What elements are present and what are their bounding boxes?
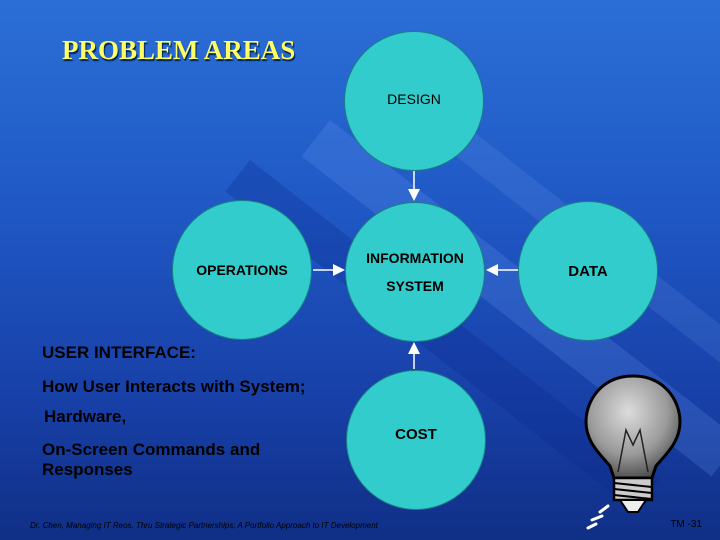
ui-heading: USER INTERFACE:	[42, 343, 196, 362]
node-information-label: INFORMATION	[366, 250, 464, 266]
node-design: DESIGN	[344, 31, 484, 171]
node-information-system: INFORMATION SYSTEM	[345, 202, 485, 342]
ui-line-3: On-Screen Commands and	[42, 440, 261, 459]
node-data-label: DATA	[568, 262, 608, 280]
node-operations-label: OPERATIONS	[196, 262, 288, 278]
node-cost: COST	[346, 370, 486, 510]
node-operations: OPERATIONS	[172, 200, 312, 340]
node-system-label: SYSTEM	[386, 278, 444, 294]
slide-number: TM -31	[670, 519, 702, 530]
light-bulb-icon	[584, 374, 682, 530]
ui-line-1: How User Interacts with System;	[42, 377, 306, 396]
ui-line-2: Hardware,	[44, 407, 127, 426]
slide-title: PROBLEM AREAS	[62, 35, 296, 65]
node-design-label: DESIGN	[387, 91, 441, 107]
ui-line-4: Responses	[42, 460, 133, 479]
node-data: DATA	[518, 201, 658, 341]
footer-citation: Dr. Chen, Managing IT Reos. Thru Strateg…	[30, 521, 378, 530]
node-cost-label: COST	[395, 425, 437, 443]
